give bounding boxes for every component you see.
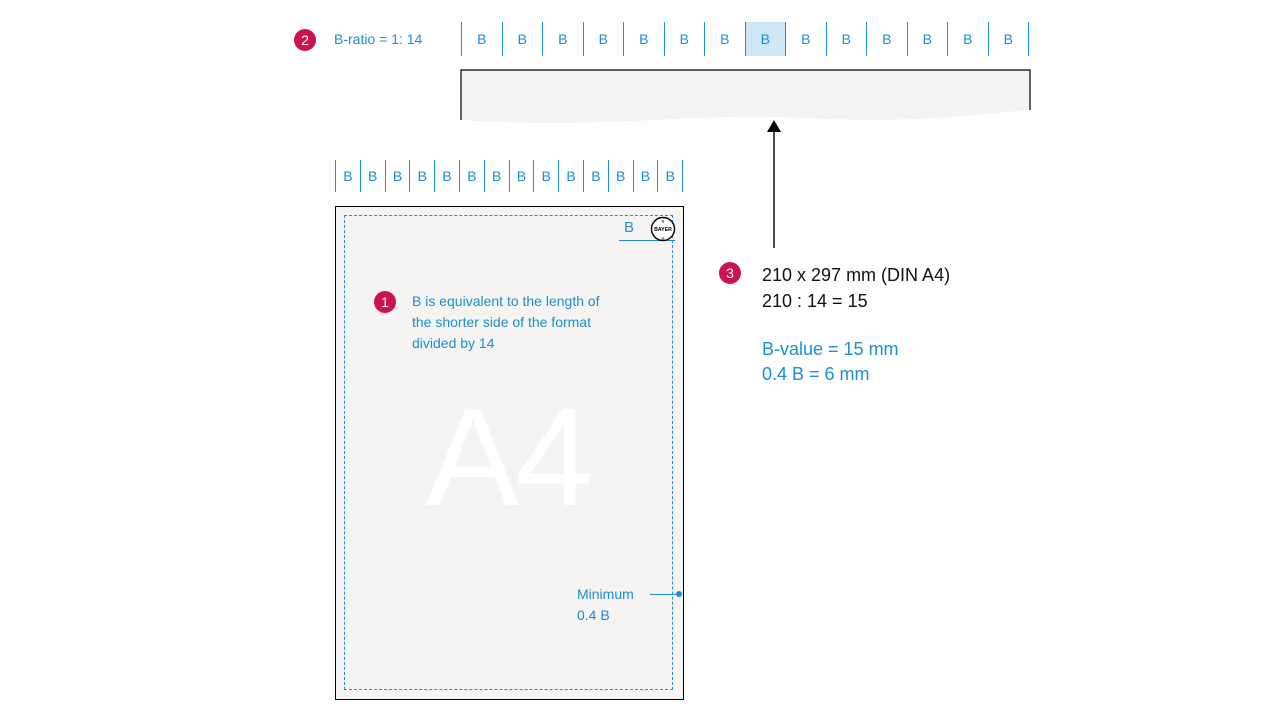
step-badge-3: 3 <box>719 262 741 284</box>
doc-ruler-cell: B <box>609 160 634 192</box>
note-line-1: B is equivalent to the length of <box>412 293 600 309</box>
a4-document: A4 B BAYER B R 1 B is equivalent to the … <box>335 206 684 700</box>
ruler-cell: B <box>908 22 948 56</box>
a4-watermark: A4 <box>426 378 593 535</box>
doc-ruler-cell: B <box>336 160 361 192</box>
doc-ruler-cell: B <box>435 160 460 192</box>
division-result: 210 : 14 = 15 <box>762 291 868 311</box>
ruler-cell: B <box>462 22 503 56</box>
b-unit-label: B <box>624 219 635 236</box>
minimum-margin-label: Minimum 0.4 B <box>577 584 634 626</box>
svg-text:B: B <box>662 219 665 224</box>
doc-ruler-cell: B <box>634 160 659 192</box>
bayer-logo-icon: BAYER B R <box>650 216 676 242</box>
ruler-cell: B <box>827 22 867 56</box>
minimum-leader-line <box>650 594 678 595</box>
ruler-cell: B <box>786 22 827 56</box>
ruler-cell: B <box>503 22 543 56</box>
svg-text:R: R <box>662 236 665 241</box>
ruler-cell: B <box>584 22 624 56</box>
ruler-cell: B <box>745 22 786 56</box>
step-badge-1: 1 <box>374 291 396 313</box>
ruler-cell: B <box>665 22 705 56</box>
ruler-cell: B <box>705 22 746 56</box>
doc-ruler-cell: B <box>410 160 436 192</box>
doc-ruler-cell: B <box>485 160 510 192</box>
doc-ruler-cell: B <box>658 160 684 192</box>
b-value-result: B-value = 15 mm 0.4 B = 6 mm <box>762 337 899 387</box>
ruler-cell: B <box>867 22 908 56</box>
ruler-cell: B <box>989 22 1029 56</box>
step-badge-2: 2 <box>294 29 316 51</box>
ruler-cell: B <box>948 22 989 56</box>
minimum-line-2: 0.4 B <box>577 607 610 623</box>
doc-ruler-cell: B <box>559 160 584 192</box>
svg-text:BAYER: BAYER <box>654 227 672 233</box>
arrow-up-icon <box>767 120 781 248</box>
minimum-margin-value: 0.4 B = 6 mm <box>762 364 870 384</box>
b-value: B-value = 15 mm <box>762 339 899 359</box>
margin-guide <box>344 215 673 690</box>
format-size: 210 x 297 mm (DIN A4) <box>762 265 951 285</box>
doc-ruler-cell: B <box>386 160 411 192</box>
page-strip <box>460 69 1031 124</box>
minimum-leader-dot <box>676 591 682 597</box>
note-line-2: the shorter side of the format <box>412 314 591 330</box>
doc-ruler-cell: B <box>510 160 535 192</box>
b-definition-note: B is equivalent to the length of the sho… <box>412 291 600 354</box>
doc-ruler-cell: B <box>584 160 609 192</box>
doc-ruler-cell: B <box>460 160 485 192</box>
ruler-cell: B <box>543 22 584 56</box>
doc-ruler-cell: B <box>534 160 560 192</box>
doc-ruler-cell: B <box>361 160 386 192</box>
b-ratio-label: B-ratio = 1: 14 <box>334 31 423 47</box>
note-line-3: divided by 14 <box>412 335 495 351</box>
ruler-cell: B <box>624 22 665 56</box>
b-unit-line <box>619 240 675 241</box>
minimum-line-1: Minimum <box>577 586 634 602</box>
format-calculation: 210 x 297 mm (DIN A4) 210 : 14 = 15 <box>762 262 950 314</box>
